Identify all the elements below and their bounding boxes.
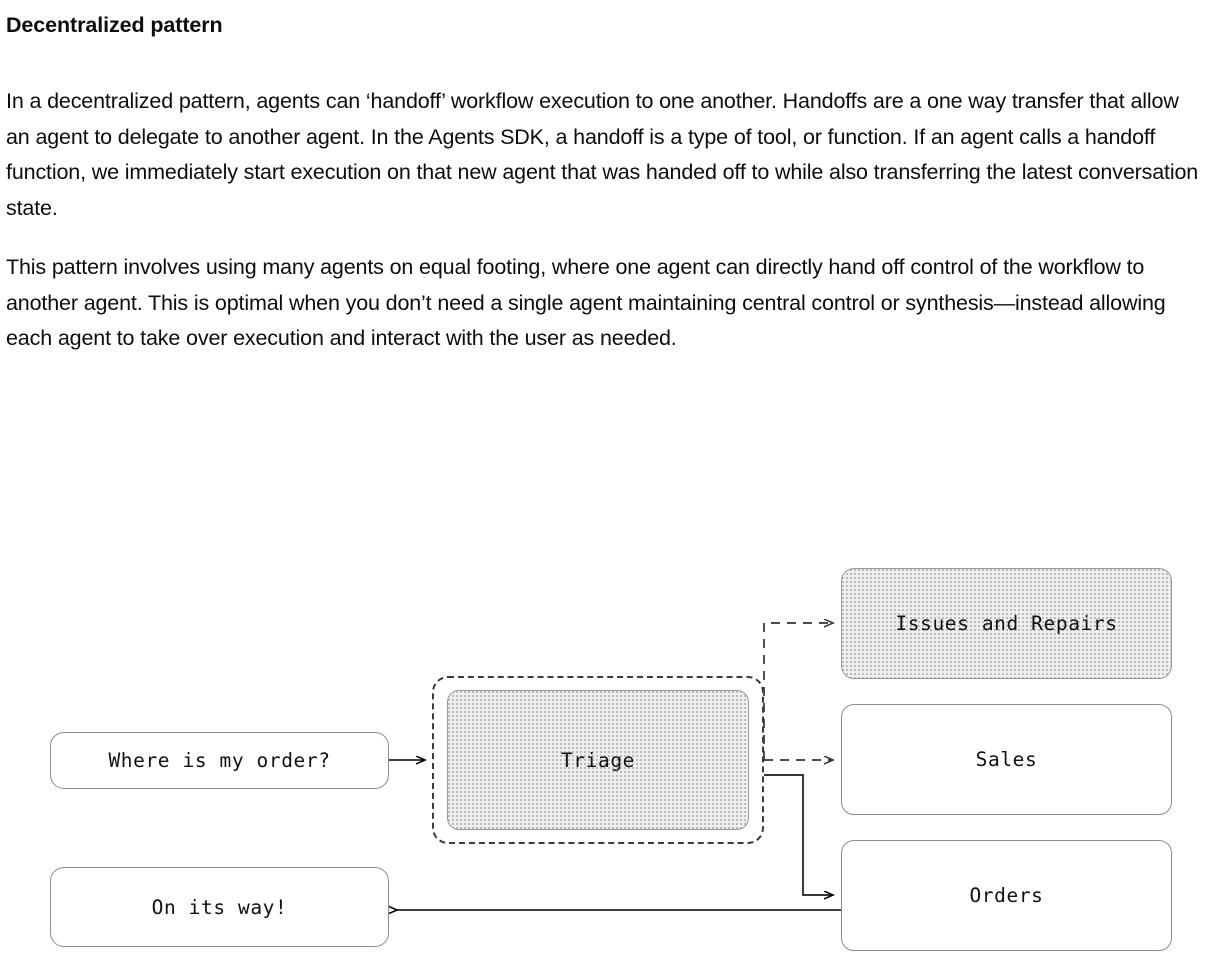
edge-triage-to-issues bbox=[763, 623, 833, 760]
article-paragraph-1: In a decentralized pattern, agents can ‘… bbox=[6, 89, 1199, 220]
node-assistant-answer[interactable]: On its way! bbox=[50, 867, 389, 947]
node-sales-label: Sales bbox=[975, 748, 1038, 771]
node-triage[interactable]: Triage bbox=[447, 690, 749, 830]
node-user-question-label: Where is my order? bbox=[108, 749, 331, 772]
node-sales[interactable]: Sales bbox=[841, 704, 1172, 815]
node-orders[interactable]: Orders bbox=[841, 840, 1172, 951]
node-orders-label: Orders bbox=[969, 884, 1044, 907]
triage-group-boundary bbox=[432, 676, 764, 844]
node-user-question[interactable]: Where is my order? bbox=[50, 732, 389, 789]
page-title: Decentralized pattern bbox=[6, 13, 223, 37]
node-triage-label: Triage bbox=[560, 748, 636, 772]
handoff-diagram: Where is my order? Triage Issues and Rep… bbox=[0, 440, 1210, 970]
edge-triage-to-orders bbox=[764, 774, 833, 895]
node-assistant-answer-label: On its way! bbox=[151, 895, 288, 919]
article-paragraph-2: This pattern involves using many agents … bbox=[6, 255, 1166, 350]
article: Decentralized pattern In a decentralized… bbox=[6, 10, 1204, 381]
node-issues-and-repairs-label: Issues and Repairs bbox=[895, 612, 1118, 635]
diagram-connectors bbox=[0, 440, 841, 970]
node-issues-and-repairs[interactable]: Issues and Repairs bbox=[841, 568, 1172, 679]
